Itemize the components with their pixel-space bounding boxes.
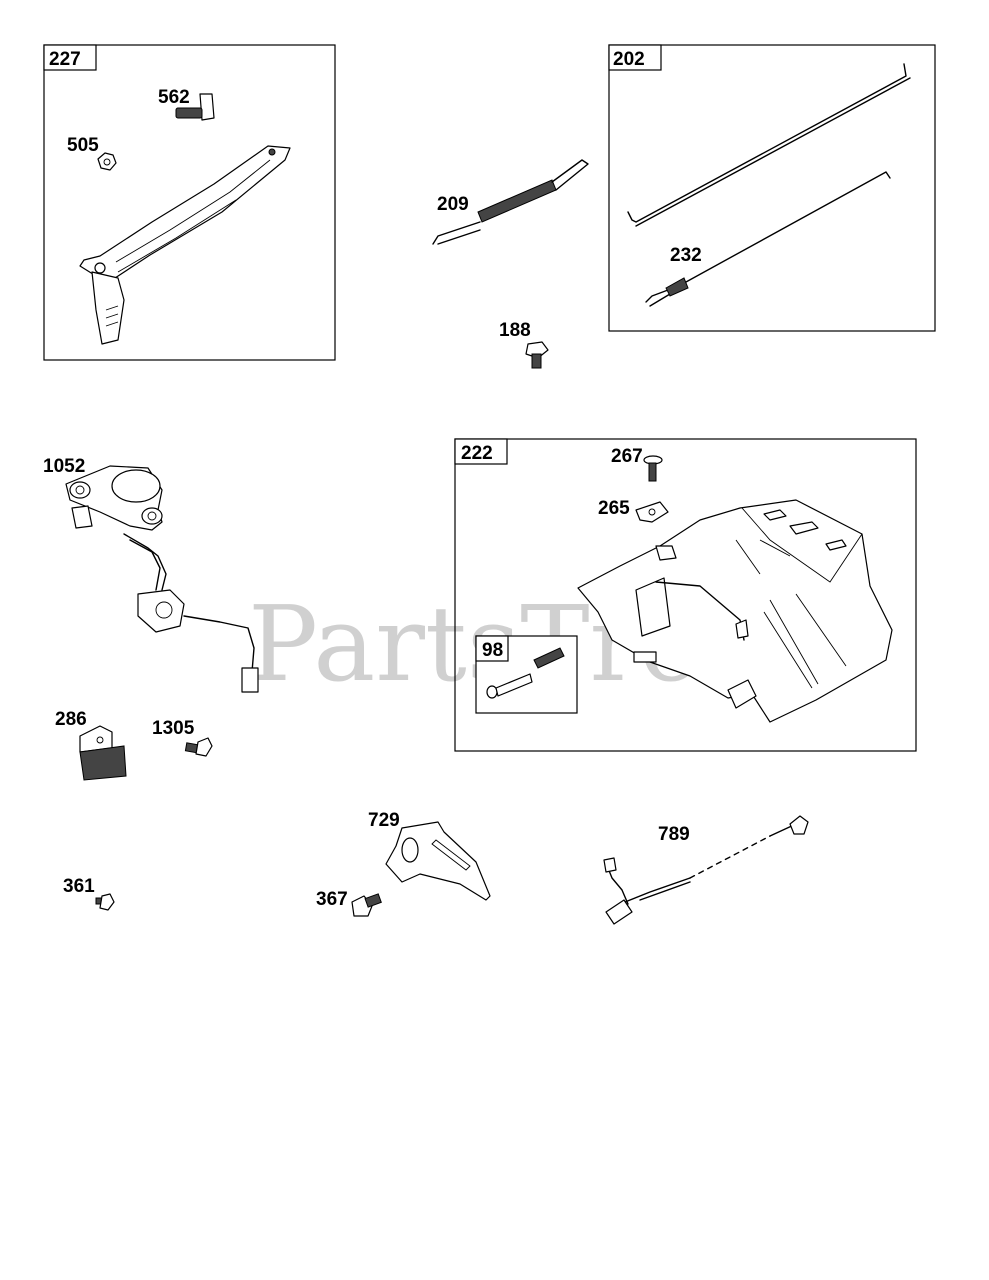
group-tag-222 <box>454 438 508 465</box>
bolt-icon-1305[interactable] <box>184 737 213 757</box>
callout-729[interactable]: 729 <box>368 810 400 831</box>
screw-icon[interactable] <box>175 93 215 121</box>
bolt-icon-361[interactable] <box>95 893 115 911</box>
callout-267[interactable]: 267 <box>611 446 643 467</box>
callout-1052[interactable]: 1052 <box>43 456 85 477</box>
callout-505[interactable]: 505 <box>67 135 99 156</box>
group-label-98[interactable]: 98 <box>482 640 503 661</box>
group-tag-202 <box>608 44 662 71</box>
nut-icon[interactable] <box>97 152 117 171</box>
callout-209[interactable]: 209 <box>437 194 469 215</box>
callout-188[interactable]: 188 <box>499 320 531 341</box>
group-label-227[interactable]: 227 <box>49 49 81 70</box>
group-box-222 <box>454 438 917 752</box>
throttle-lever-icon[interactable] <box>79 145 291 345</box>
ground-clip-icon[interactable] <box>79 725 127 781</box>
governor-plate-icon[interactable] <box>577 499 893 723</box>
screw-icon-267[interactable] <box>643 455 663 482</box>
spring-icon[interactable] <box>432 159 589 245</box>
callout-286[interactable]: 286 <box>55 709 87 730</box>
callout-789[interactable]: 789 <box>658 824 690 845</box>
bolt-icon-367[interactable] <box>351 893 382 917</box>
callout-367[interactable]: 367 <box>316 889 348 910</box>
callout-361[interactable]: 361 <box>63 876 95 897</box>
governor-spring-pin-icon[interactable] <box>486 647 565 699</box>
callout-562[interactable]: 562 <box>158 87 190 108</box>
callout-232[interactable]: 232 <box>670 245 702 266</box>
group-label-202[interactable]: 202 <box>613 49 645 70</box>
callout-265[interactable]: 265 <box>598 498 630 519</box>
bolt-icon-188[interactable] <box>525 341 549 369</box>
group-tag-227 <box>43 44 97 71</box>
ground-wire-icon[interactable] <box>603 815 809 925</box>
clip-icon-265[interactable] <box>635 501 669 523</box>
governor-spring-icon[interactable] <box>645 171 891 307</box>
bracket-icon[interactable] <box>385 821 491 901</box>
group-tag-98 <box>475 635 509 662</box>
fuel-solenoid-icon[interactable] <box>65 465 259 693</box>
callout-1305[interactable]: 1305 <box>152 718 195 739</box>
group-box-202 <box>608 44 936 332</box>
group-label-222[interactable]: 222 <box>461 443 493 464</box>
group-box-227 <box>43 44 336 361</box>
rod-icon[interactable] <box>627 63 911 227</box>
